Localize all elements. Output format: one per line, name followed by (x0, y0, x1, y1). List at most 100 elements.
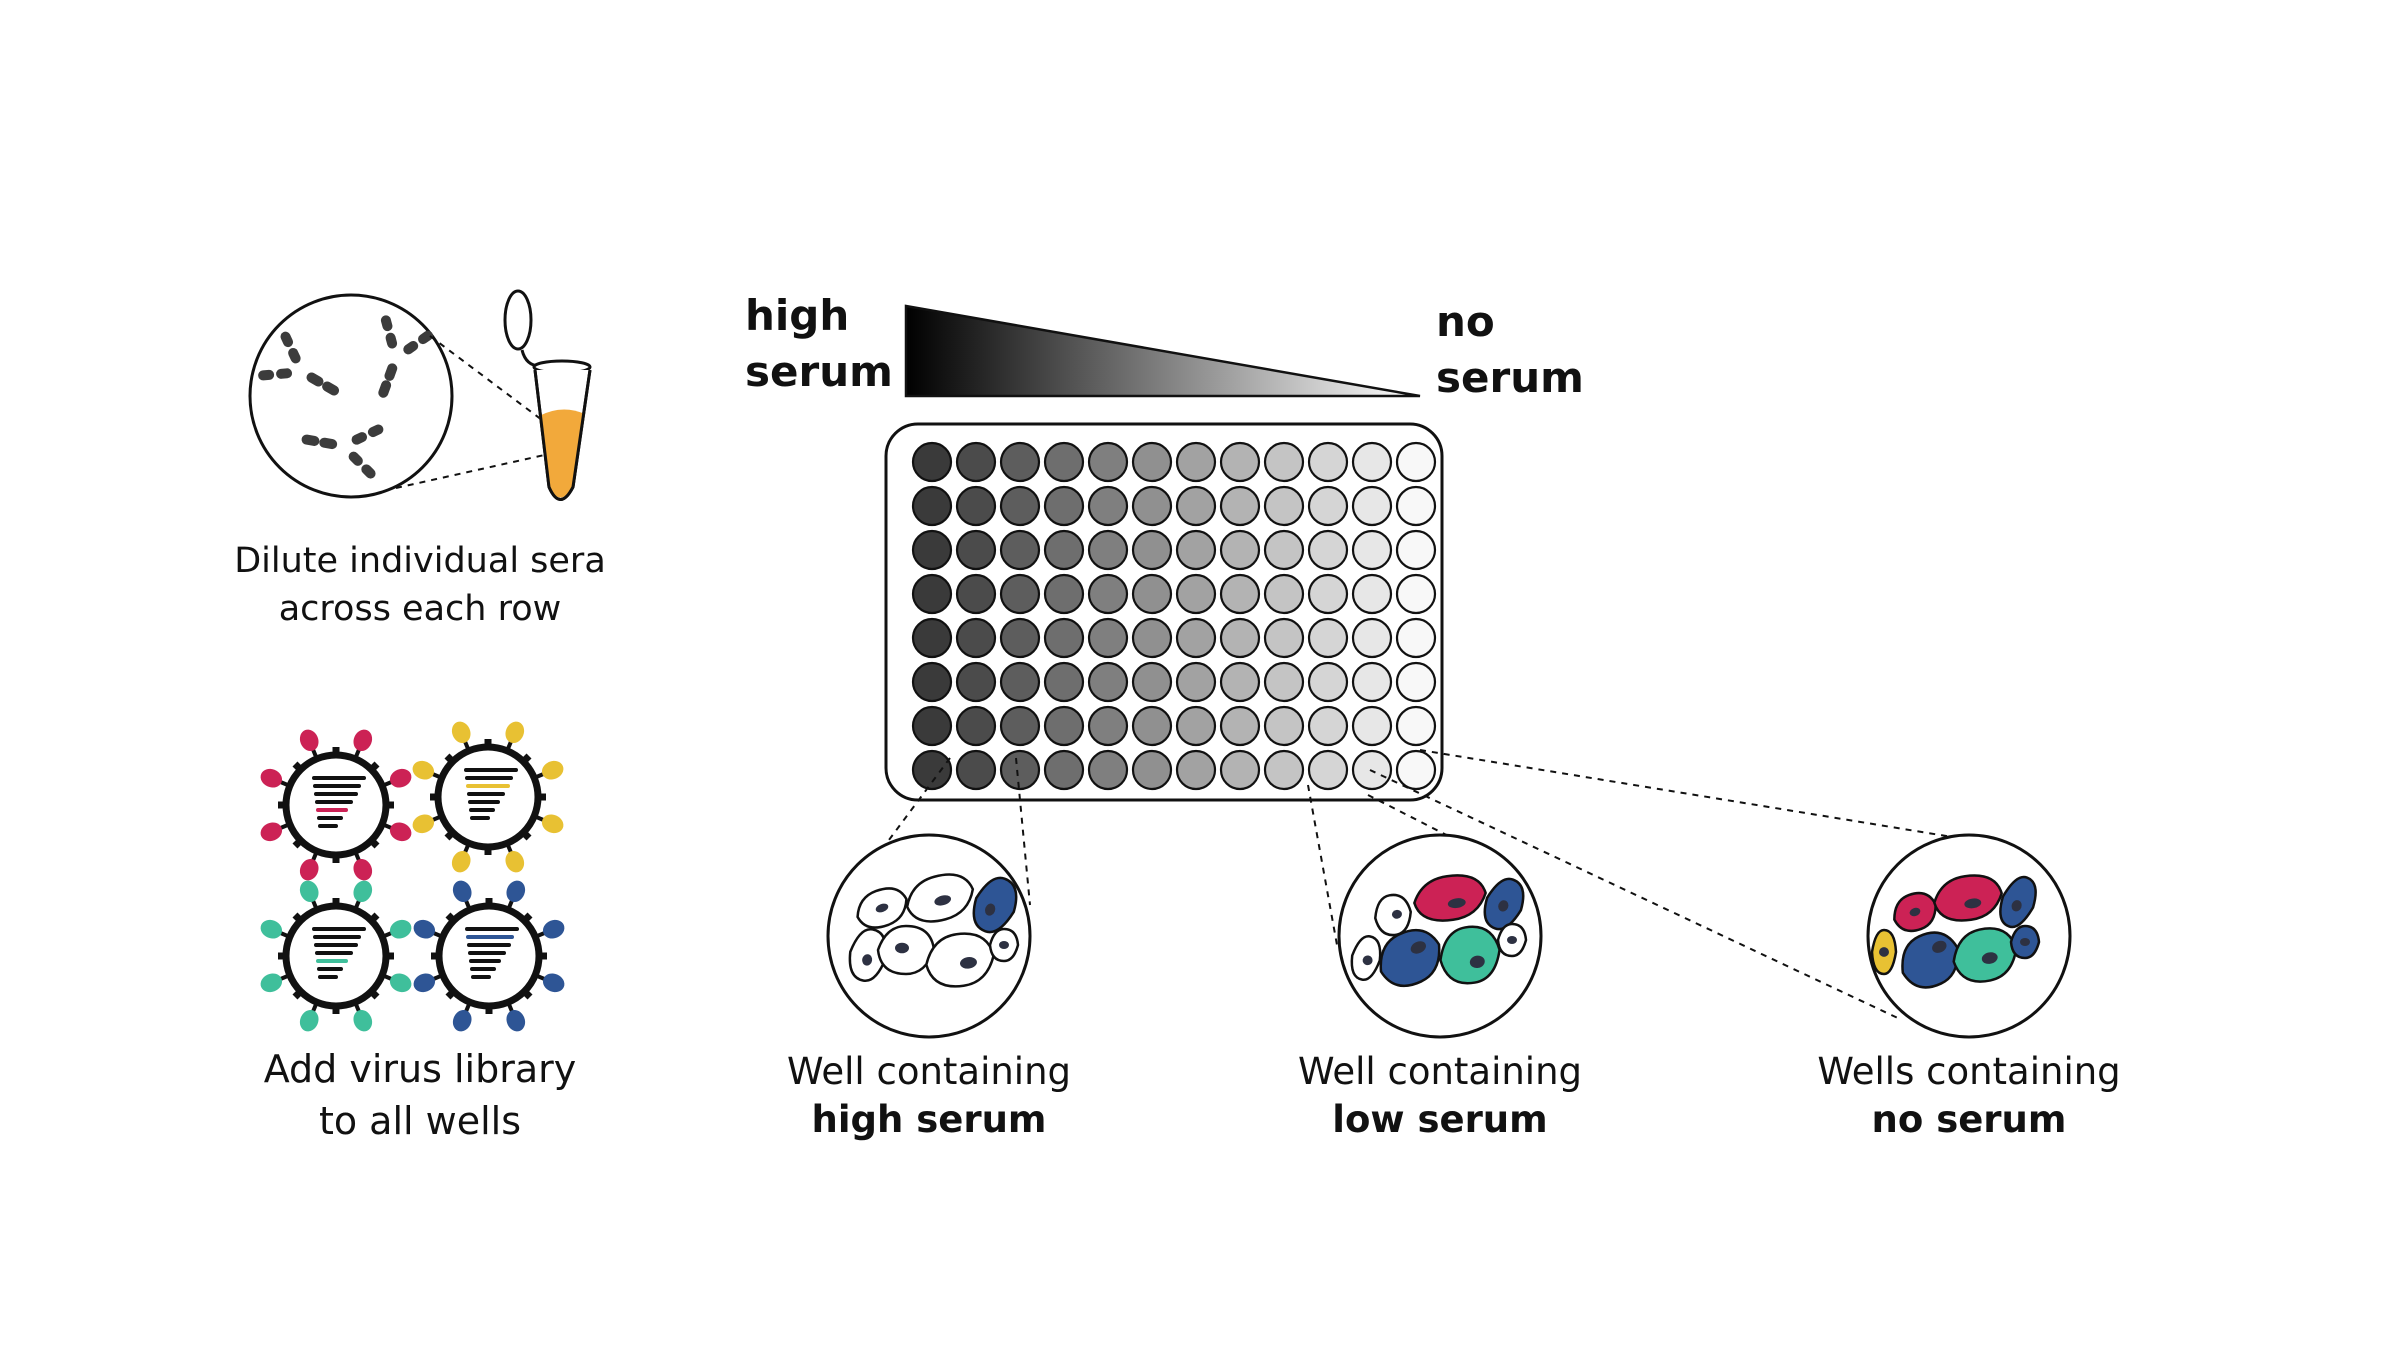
gradient-none-line-2: serum (1436, 353, 1584, 402)
cell-icon (972, 876, 1018, 934)
plate-well (911, 441, 953, 483)
plate-well (999, 529, 1041, 571)
plate-well (1131, 617, 1173, 659)
cell-icon (876, 924, 936, 976)
zoom-line (429, 335, 559, 433)
plate-well (1351, 441, 1393, 483)
antibody-icon (378, 315, 433, 398)
plate-well (1175, 705, 1217, 747)
plate-well (1263, 529, 1305, 571)
plate-well (1175, 749, 1217, 791)
virus-icon (412, 721, 564, 873)
plate-well (1307, 661, 1349, 703)
plate-well (1087, 661, 1129, 703)
plate-well (955, 573, 997, 615)
plate-well (1175, 617, 1217, 659)
plate-well (1307, 617, 1349, 659)
plate-well (1351, 529, 1393, 571)
zoom-line (395, 451, 559, 489)
gradient-high-label: high serum (745, 288, 893, 400)
plate-well (911, 573, 953, 615)
plate-well (1175, 441, 1217, 483)
plate-well (1263, 705, 1305, 747)
gradient-high-line-1: high (745, 291, 850, 340)
plate-well (1395, 661, 1437, 703)
low-serum-well-label: Well containing low serum (1240, 1048, 1640, 1144)
plate-well (999, 441, 1041, 483)
plate-well (1087, 617, 1129, 659)
plate-well (1395, 705, 1437, 747)
plate-well (999, 485, 1041, 527)
plate-well (999, 573, 1041, 615)
plate-well (1395, 749, 1437, 791)
cell-icon (1952, 927, 2018, 983)
plate-well (1131, 485, 1173, 527)
plate-well (911, 485, 953, 527)
plate-well (1131, 441, 1173, 483)
dilute-line-2: across each row (278, 589, 562, 629)
cell-icon (1496, 922, 1528, 958)
plate-well (1219, 661, 1261, 703)
cell-icon (856, 887, 908, 929)
antibody-zoom (248, 293, 454, 499)
cell-icon (1350, 935, 1382, 981)
plate-well (955, 617, 997, 659)
plate-well (1087, 529, 1129, 571)
cell-icon (1413, 874, 1487, 922)
plate-well (911, 529, 953, 571)
plate-well (1263, 617, 1305, 659)
plate-well (1175, 661, 1217, 703)
plate-well (955, 485, 997, 527)
plate-well (1395, 573, 1437, 615)
plate-well (1307, 529, 1349, 571)
plate-well (1219, 749, 1261, 791)
plate-well (1043, 617, 1085, 659)
plate-well (999, 661, 1041, 703)
antibody-icon (258, 331, 340, 396)
cell-icon (1374, 893, 1412, 937)
plate-well (1307, 573, 1349, 615)
plate-well (1131, 705, 1173, 747)
plate-well (1307, 485, 1349, 527)
virus-icon (260, 729, 412, 881)
antibody-icons (258, 315, 433, 479)
plate-well (1087, 749, 1129, 791)
plate-well (1087, 705, 1129, 747)
plate-well (1043, 705, 1085, 747)
plate-well (1219, 529, 1261, 571)
plate-well (1219, 705, 1261, 747)
virus-icon (260, 880, 412, 1032)
plate-well (1263, 573, 1305, 615)
high-well-line-1: Well containing (786, 1050, 1072, 1093)
plate-well (1131, 573, 1173, 615)
dilute-line-1: Dilute individual sera (234, 541, 606, 581)
plate-well (1175, 573, 1217, 615)
plate-well (1087, 573, 1129, 615)
plate-well (1175, 529, 1217, 571)
antibody-icon (301, 424, 384, 479)
plate-well (1351, 617, 1393, 659)
plate-well (1351, 485, 1393, 527)
plate-well (1087, 441, 1129, 483)
plate-well (999, 749, 1041, 791)
cell-icon (905, 873, 975, 923)
plate-well (955, 661, 997, 703)
plate-well (1395, 441, 1437, 483)
none-well-line-1: Wells containing (1817, 1050, 2121, 1093)
plate-well (1395, 617, 1437, 659)
high-well-line-2: high serum (811, 1098, 1047, 1141)
cell-icon (1483, 877, 1525, 931)
plate-well (955, 529, 997, 571)
no-serum-well-label: Wells containing no serum (1759, 1048, 2179, 1144)
plate-well (1219, 441, 1261, 483)
cell-icon (1870, 928, 1898, 976)
plate-well (999, 617, 1041, 659)
plate-well (1087, 485, 1129, 527)
virus-step-label: Add virus library to all wells (170, 1043, 670, 1147)
cell-icon (1933, 874, 2003, 922)
virus-line-1: Add virus library (263, 1047, 577, 1091)
plate-wells (911, 441, 1437, 791)
plate-well (1043, 661, 1085, 703)
none-well-line-2: no serum (1871, 1098, 2067, 1141)
